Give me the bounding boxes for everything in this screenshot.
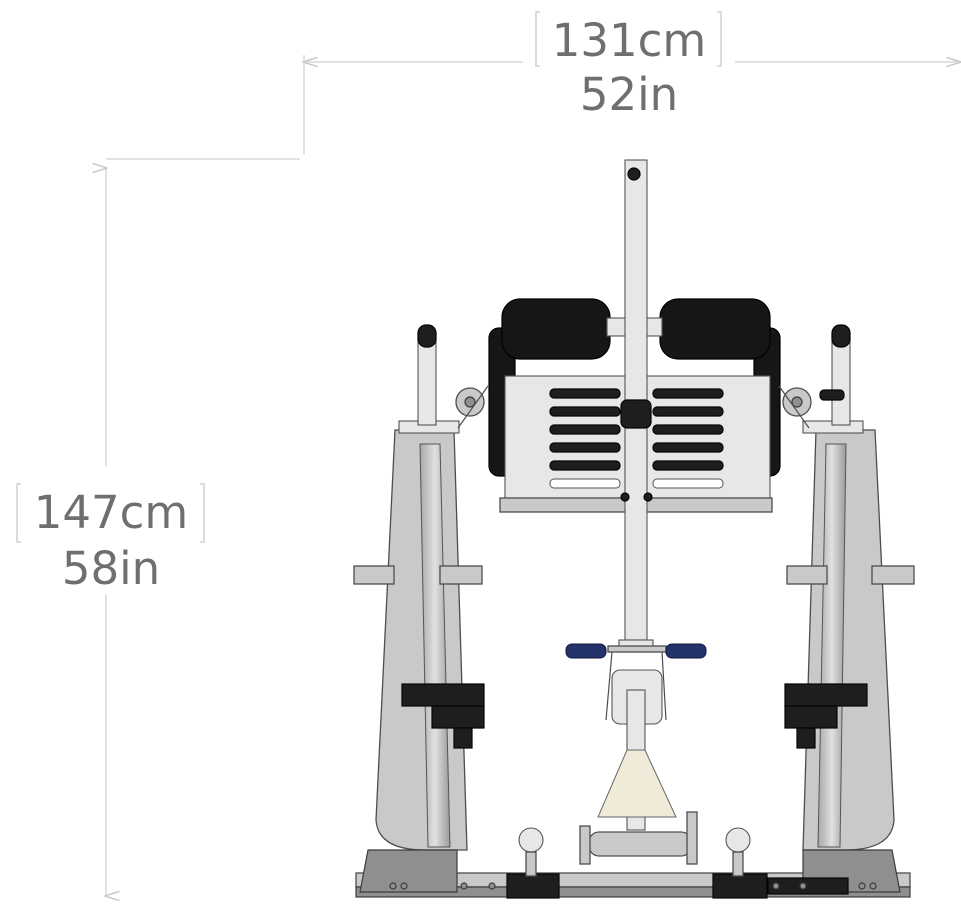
left-top-roller-pad [501, 298, 611, 360]
lower-roller-left-bracket [579, 825, 591, 865]
left-lower-pin-head [518, 827, 544, 853]
lower-cross-roller [588, 831, 692, 857]
base-bolt [488, 882, 496, 890]
right-inner-weight-horn [786, 565, 828, 585]
right-base-foot-block [712, 873, 768, 899]
post-bolt [620, 492, 630, 502]
base-bolt [400, 882, 408, 890]
right-inner-column [817, 443, 847, 848]
left-blue-handle [565, 643, 607, 659]
base-bolt [869, 882, 877, 890]
right-slots [652, 388, 724, 489]
left-lower-pin [518, 827, 544, 877]
left-post-cap [417, 324, 437, 348]
left-frame-foot [359, 849, 458, 893]
left-slot [549, 424, 621, 435]
right-adjust-knob [819, 389, 845, 401]
left-slot [549, 406, 621, 417]
left-slot [549, 442, 621, 453]
height-label-right-bracket [200, 483, 205, 543]
left-slots [549, 388, 621, 489]
height-in-label: 58in [62, 542, 160, 595]
left-pivot-arm [457, 385, 489, 429]
post-bolt [643, 492, 653, 502]
left-slot [549, 388, 621, 399]
left-lower-pin-stem [525, 851, 537, 877]
right-pivot-arm [778, 385, 810, 429]
right-foot-bracket-lower [784, 705, 838, 729]
right-top-roller-pad [659, 298, 771, 360]
left-slot [549, 460, 621, 471]
right-lower-pin-stem [732, 851, 744, 877]
right-base-strip [767, 877, 849, 895]
base-bolt [460, 882, 468, 890]
post-center-clamp [620, 399, 652, 429]
right-lower-pin [725, 827, 751, 877]
lower-roller-right-bracket [686, 811, 698, 865]
right-slot [652, 442, 724, 453]
left-foot-bracket-lower [431, 705, 485, 729]
handle-crossbar [607, 645, 667, 653]
base-bolt [389, 882, 397, 890]
right-post-cap [831, 324, 851, 348]
width-cm-label: 131cm [552, 14, 706, 67]
right-slot-open [652, 478, 724, 489]
height-cm-label: 147cm [34, 486, 188, 539]
width-label-right-bracket [717, 11, 722, 67]
left-slot-open [549, 478, 621, 489]
post-top-hole [627, 167, 641, 181]
base-bolt [858, 882, 866, 890]
base-bolt [772, 882, 780, 890]
left-foot-bracket-stop [453, 727, 473, 749]
right-slot [652, 460, 724, 471]
right-slot [652, 406, 724, 417]
right-slot [652, 424, 724, 435]
width-dimension: 131cm 52in [304, 11, 960, 155]
base-rail-shadow [355, 886, 911, 898]
lower-fin [597, 749, 677, 818]
height-label-left-bracket [16, 483, 21, 543]
left-inner-column [419, 443, 451, 848]
left-inner-weight-horn [439, 565, 483, 585]
right-lower-pin-head [725, 827, 751, 853]
left-outer-weight-horn [353, 565, 395, 585]
right-slot [652, 388, 724, 399]
left-pivot-center [464, 396, 476, 408]
width-in-label: 52in [580, 68, 678, 121]
right-foot-bracket [784, 683, 868, 707]
right-foot-bracket-stop [796, 727, 816, 749]
base-bolt [799, 882, 807, 890]
handle-frame-lines [605, 651, 667, 721]
width-label-left-bracket [535, 11, 540, 67]
right-pivot-center [791, 396, 803, 408]
left-foot-bracket [401, 683, 485, 707]
right-outer-weight-horn [871, 565, 915, 585]
height-dimension: 147cm 58in [16, 158, 300, 896]
right-frame-upright [802, 429, 895, 851]
left-base-foot-block [506, 873, 560, 899]
right-blue-handle [665, 643, 707, 659]
base-bolts [389, 882, 877, 890]
gym-machine-illustration [353, 159, 915, 899]
